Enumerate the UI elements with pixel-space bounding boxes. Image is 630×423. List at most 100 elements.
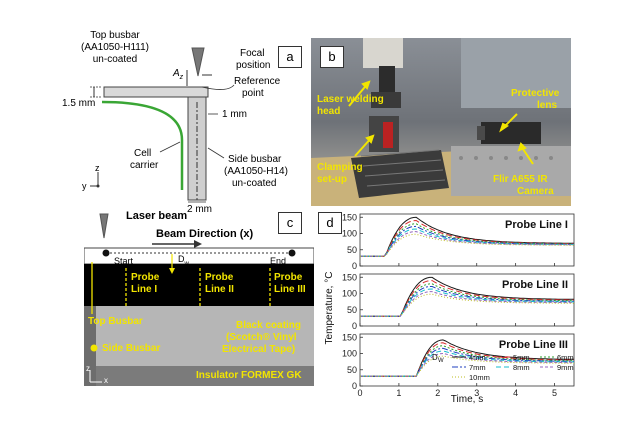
laser-cone-c	[99, 213, 109, 239]
side-busbar-dot	[90, 344, 98, 352]
legend-label-8mm: 8mm	[513, 363, 530, 372]
y-tick-label: 100	[342, 229, 357, 239]
coating-label-3: Electrical Tape)	[222, 344, 296, 355]
legend-label-7mm: 7mm	[469, 363, 486, 372]
x-tick-label: 4	[513, 388, 518, 398]
x-tick-label: 3	[474, 388, 479, 398]
y-tick-label: 0	[352, 321, 357, 331]
panel-a: Top busbar (AA1050-H111) un-coated Az Fo…	[62, 30, 310, 215]
top-busbar-material: (AA1050-H111)	[81, 42, 149, 53]
legend-title: D	[432, 353, 438, 362]
series-line-9mm	[360, 352, 574, 377]
dim-1mm-label: 1 mm	[222, 109, 247, 120]
subplot-title-2: Probe Line II	[502, 279, 568, 291]
y-tick-label: 150	[342, 212, 357, 222]
protective-label-2: lens	[537, 100, 558, 111]
x-tick-label: 0	[357, 388, 362, 398]
end-label: End	[270, 256, 287, 266]
legend-label-5mm: 5mm	[513, 353, 530, 362]
top-busbar-label-c: Top Busbar	[88, 316, 143, 327]
side-busbar-region	[84, 306, 314, 366]
series-line-5mm	[360, 280, 574, 317]
laser-head-label-2: head	[317, 106, 341, 117]
cell-carrier-leader	[159, 141, 181, 153]
probe-line-3-label: Probe Line III	[274, 272, 306, 295]
camera-label: Flir A655 IR	[493, 174, 548, 185]
y-axis-label: Temperature, °C	[324, 272, 335, 345]
clamping-label: Clamping	[317, 162, 363, 173]
reference-label-2: point	[242, 88, 264, 99]
series-line-6mm	[360, 283, 575, 317]
series-line-9mm	[360, 291, 574, 317]
x-tick-label: 1	[396, 388, 401, 398]
y-tick-label: 100	[342, 289, 357, 299]
y-tick-label: 50	[347, 245, 357, 255]
side-busbar-label: Side busbar	[228, 154, 282, 165]
top-busbar-shape	[103, 86, 209, 98]
legend-label-9mm: 9mm	[557, 363, 574, 372]
clamping-label-2: set-up	[317, 174, 347, 185]
y-tick-label: 50	[347, 305, 357, 315]
subplot-title-1: Probe Line I	[505, 219, 568, 231]
setup-photo	[311, 38, 571, 206]
panel-a-tag: a	[278, 46, 302, 68]
dim-1-5mm-label: 1.5 mm	[62, 98, 96, 109]
laser-cone	[191, 47, 205, 77]
x-tick-label: 2	[435, 388, 440, 398]
x-axis-label: Time, s	[451, 394, 483, 404]
end-dot	[288, 249, 296, 257]
coating-label: Black coating	[236, 320, 302, 331]
axis-y-label: y	[82, 181, 87, 191]
focal-label: Focal	[240, 48, 265, 59]
laser-beam-label: Laser beam	[126, 210, 188, 222]
side-busbar-coating: un-coated	[232, 178, 277, 189]
panel-c-tag: c	[278, 212, 302, 234]
dim-2mm-label: 2 mm	[187, 204, 212, 215]
legend-label-4mm: 4mm	[469, 353, 486, 362]
protective-label: Protective	[511, 88, 560, 99]
series-line-5mm	[360, 342, 574, 377]
legend-label-6mm: 6mm	[557, 353, 574, 362]
laser-head-label: Laser welding	[317, 94, 384, 105]
series-line-7mm	[360, 347, 574, 377]
probe-line-2-label: Probe Line II	[205, 272, 234, 295]
reference-leader	[201, 84, 235, 90]
busbar-schematic	[90, 47, 235, 203]
reference-label: Reference	[234, 76, 281, 87]
panel-b-tag: b	[320, 46, 344, 68]
probe-layout-schematic	[83, 213, 315, 386]
series-line-9mm	[360, 231, 574, 257]
insulator-region	[84, 366, 314, 386]
side-busbar-material: (AA1050-H14)	[224, 166, 288, 177]
az-label: Az	[173, 68, 184, 81]
panel-b: Laser welding head Protective lens Clamp…	[311, 38, 571, 206]
insulator-label: Insulator FORMEX GK	[196, 370, 302, 381]
cell-carrier-label: Cell	[134, 148, 152, 159]
start-dot	[102, 249, 110, 257]
series-line-10mm	[360, 355, 575, 377]
side-busbar-shape	[187, 96, 207, 201]
axis-z-label: z	[95, 163, 100, 173]
axis-z-c-label: z	[86, 364, 90, 373]
y-tick-label: 150	[342, 332, 357, 342]
legend-title-sub: W	[438, 358, 444, 364]
cell-carrier-label-2: carrier	[130, 160, 159, 171]
axis-x-c-label: x	[104, 376, 108, 385]
black-coating-region	[84, 264, 314, 306]
series-line-8mm	[360, 228, 574, 257]
subplot-frame-3	[359, 333, 575, 387]
series-line-7mm	[360, 286, 574, 317]
panel-d-tag: d	[318, 212, 342, 234]
focal-label-2: position	[236, 60, 271, 71]
probe-line-1-label: Probe Line I	[131, 272, 160, 295]
y-tick-label: 0	[352, 261, 357, 271]
y-tick-label: 0	[352, 381, 357, 391]
top-busbar-coating: un-coated	[92, 54, 138, 65]
subplot-title-3: Probe Line III	[499, 339, 568, 351]
side-busbar-label-c: Side Busbar	[102, 343, 161, 354]
cell-carrier-curve	[101, 100, 184, 190]
y-tick-label: 50	[347, 365, 357, 375]
panel-c: Laser beam Beam Direction (x) Start End …	[83, 210, 315, 390]
